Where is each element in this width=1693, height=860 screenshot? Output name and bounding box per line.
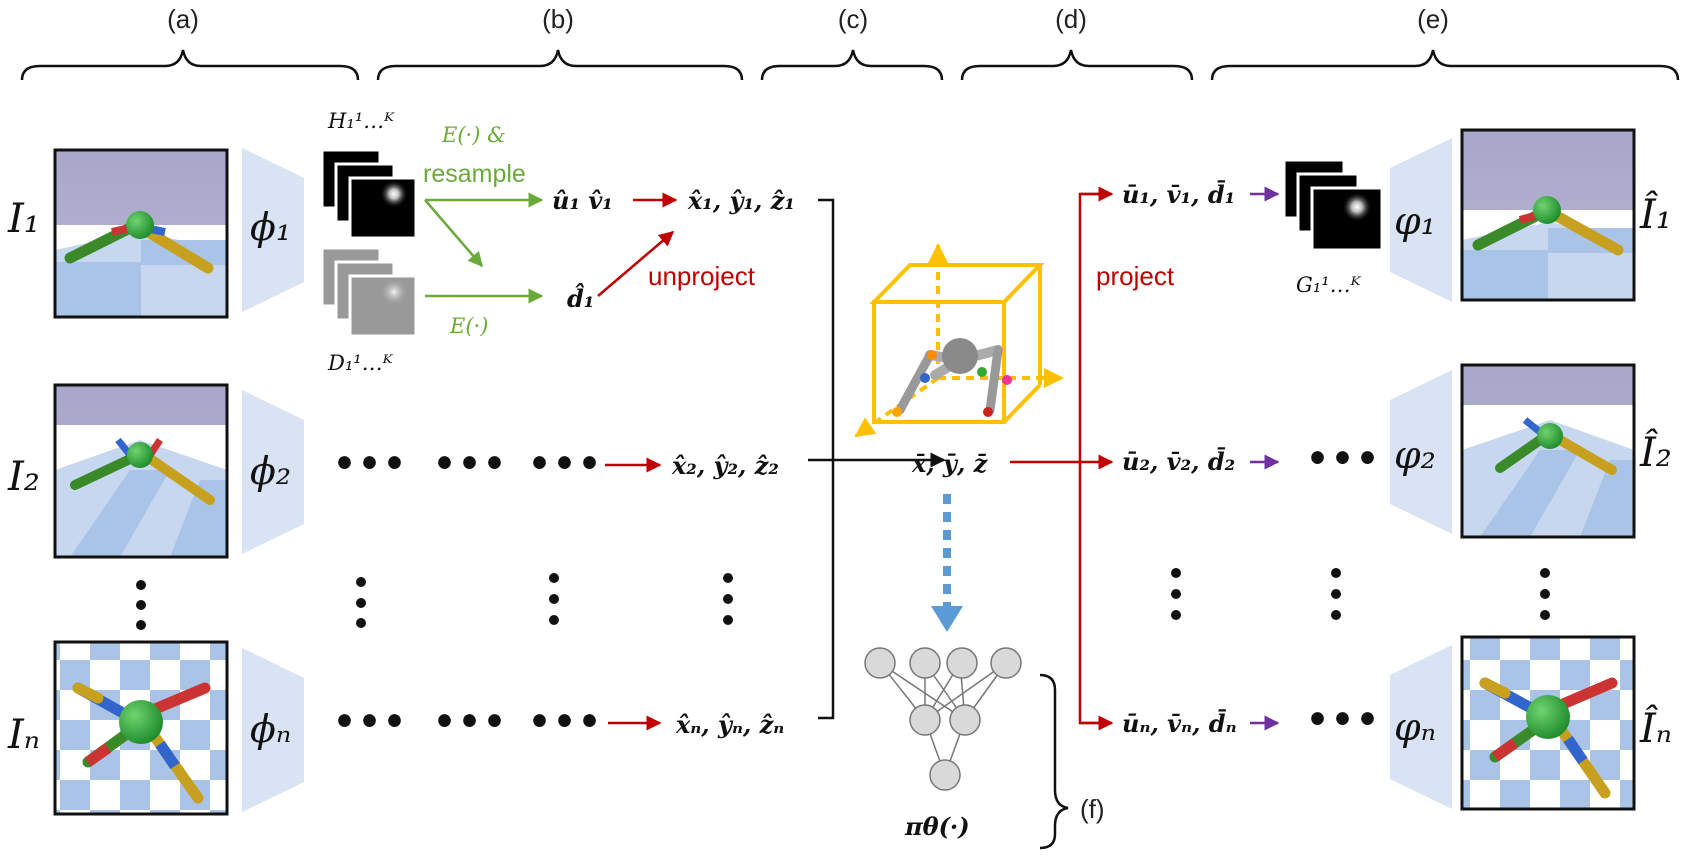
input-image-1: [53, 148, 229, 319]
gaussian-heatmap-stack: [1282, 158, 1384, 252]
section-label-b: (b): [542, 4, 574, 34]
op-expect: E(·): [449, 314, 488, 338]
policy-network: [864, 647, 1022, 791]
op-project: project: [1096, 261, 1175, 291]
section-brackets: [20, 49, 1680, 81]
red-arrows-b: [597, 192, 678, 731]
gaussian-label: G₁¹…ᴷ: [1296, 273, 1362, 297]
robot-3d-render: [892, 338, 1012, 417]
ellipsis-rown-2: •••: [433, 701, 508, 743]
input-image-2: [53, 383, 229, 559]
bracket-e: [1210, 49, 1680, 81]
ellipsis-rown-1: •••: [333, 701, 408, 743]
input-label-1: I₁: [7, 196, 40, 242]
brace-f: [1039, 673, 1069, 850]
section-label-e: (e): [1417, 4, 1449, 34]
decoder-label-n: φₙ: [1394, 705, 1436, 749]
green-arrows: [424, 192, 544, 304]
decoder-shape-n: [1390, 645, 1452, 809]
section-label-c: (c): [838, 4, 868, 34]
policy-label: πθ(·): [904, 812, 970, 841]
encoder-label-n: ϕₙ: [250, 707, 291, 751]
ellipsis-vertical-b: [356, 573, 733, 628]
encoder-label-1: ϕ₁: [250, 205, 291, 249]
heatmap-stack-d: [320, 246, 418, 338]
encoder-shape-n: [242, 648, 304, 812]
heatmap-stack-h: [320, 148, 418, 240]
op-unproject: unproject: [648, 261, 756, 291]
decoder-label-2: φ₂: [1394, 433, 1436, 477]
input-label-2: I₂: [7, 454, 40, 500]
ellipsis-d-rown: •••: [1306, 699, 1381, 741]
estimate-d1: d̂₁: [567, 283, 594, 313]
output-label-2: Î₂: [1639, 429, 1672, 476]
ellipsis-d-row2: •••: [1306, 438, 1381, 480]
fused-xyz: x̄, ȳ, z̄: [911, 449, 989, 478]
encoder-shape-2: [242, 390, 304, 554]
input-label-n: Iₙ: [7, 712, 40, 758]
op-expect-resample-2: resample: [423, 160, 526, 188]
op-expect-resample-1: E(·) &: [441, 123, 506, 147]
red-arrows-d: [1010, 186, 1114, 731]
section-label-f: (f): [1080, 794, 1105, 824]
decoder-label-1: φ₁: [1394, 199, 1436, 243]
ellipsis-row2-1: •••: [333, 443, 408, 485]
purple-arrows: [1250, 186, 1280, 731]
output-image-n: [1460, 635, 1636, 811]
dashed-blue-arrow: [931, 494, 963, 632]
ellipsis-row2-3: •••: [528, 443, 603, 485]
output-image-2: [1460, 363, 1636, 539]
bracket-d: [960, 49, 1194, 81]
ellipsis-rown-3: •••: [528, 701, 603, 743]
output-label-n: Îₙ: [1639, 705, 1672, 752]
bracket-b: [376, 49, 744, 81]
decoder-shape-2: [1390, 370, 1452, 534]
input-image-n: [53, 640, 229, 816]
ellipsis-vertical-d: [1171, 568, 1550, 620]
encoder-label-2: ϕ₂: [250, 449, 291, 493]
heatmap-label-h: H₁¹…ᴷ: [327, 109, 395, 133]
estimate-xyz1: x̂₁, ŷ₁, ẑ₁: [687, 186, 795, 215]
projected-uvd2: ū₂, v̄₂, d̄₂: [1122, 447, 1235, 476]
bracket-a: [20, 49, 360, 81]
3d-keypoint-cube: [854, 243, 1064, 438]
projected-uvd1: ū₁, v̄₁, d̄₁: [1122, 180, 1235, 209]
heatmap-label-d: D₁¹…ᴷ: [327, 351, 394, 375]
estimate-xyzn: x̂ₙ, ŷₙ, ẑₙ: [675, 710, 784, 739]
fusion-bracket: [808, 198, 946, 720]
section-label-a: (a): [167, 4, 199, 34]
bracket-c: [760, 49, 944, 81]
output-image-1: [1460, 128, 1636, 302]
ellipsis-row2-2: •••: [433, 443, 508, 485]
ellipsis-vertical-a: [136, 580, 146, 630]
section-label-d: (d): [1055, 4, 1087, 34]
encoder-shape-1: [242, 148, 304, 312]
projected-uvdn: ūₙ, v̄ₙ, d̄ₙ: [1122, 709, 1237, 738]
output-label-1: Î₁: [1639, 191, 1672, 238]
estimate-uv1: û₁ v̂₁: [552, 186, 613, 215]
estimate-xyz2: x̂₂, ŷ₂, ẑ₂: [671, 451, 779, 480]
decoder-shape-1: [1390, 138, 1452, 302]
